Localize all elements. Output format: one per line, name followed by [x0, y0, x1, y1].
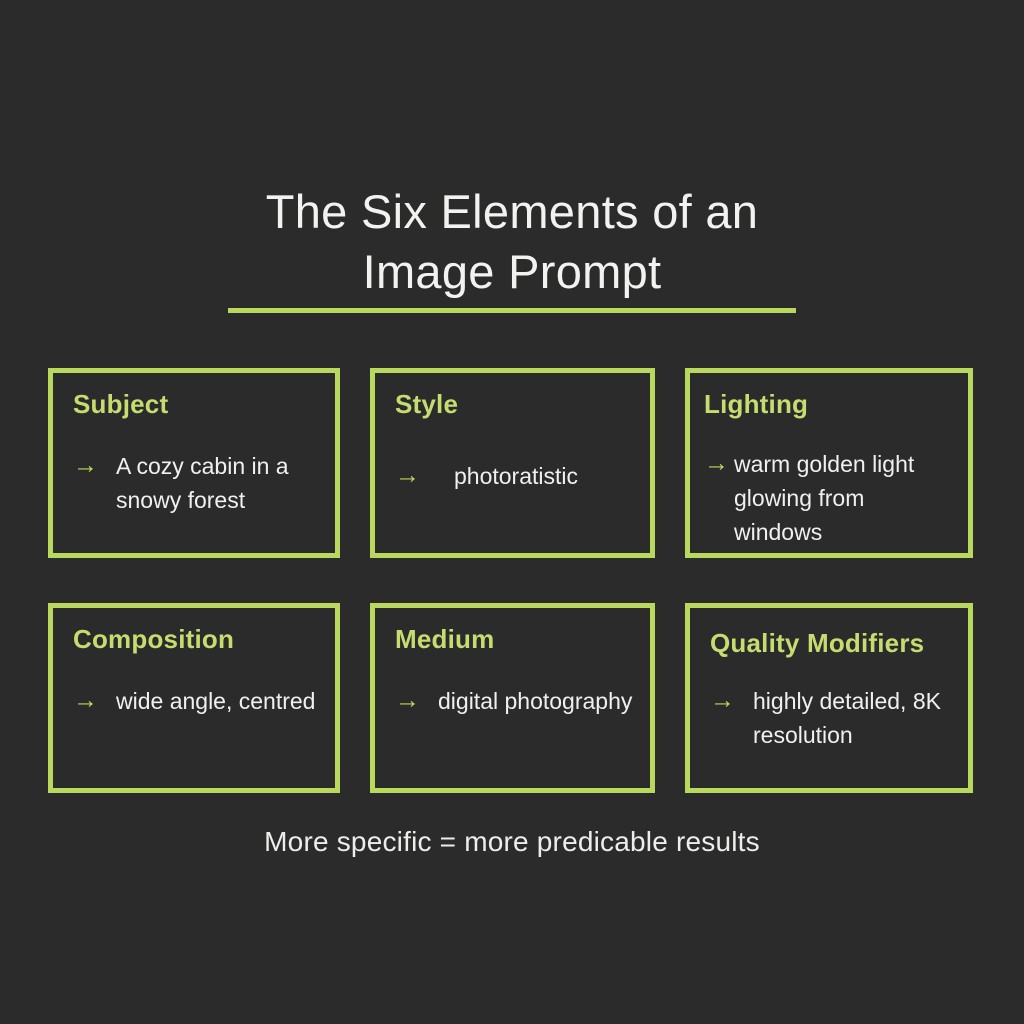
- elements-card-grid: Subject → A cozy cabin in a snowy forest…: [48, 368, 973, 793]
- arrow-right-icon: →: [73, 451, 98, 479]
- arrow-right-icon: →: [704, 449, 729, 477]
- footer-tagline: More specific = more predicable results: [264, 826, 760, 857]
- card-composition-body: → wide angle, centred: [73, 684, 321, 718]
- card-composition-heading: Composition: [73, 624, 235, 654]
- card-subject-body: → A cozy cabin in a snowy forest: [73, 449, 321, 517]
- card-medium-value: digital photography: [438, 688, 633, 714]
- card-quality-modifiers: Quality Modifiers → highly detailed, 8K …: [685, 603, 973, 793]
- card-style-body: → photoratistic: [395, 459, 636, 493]
- card-lighting-value: warm golden light glowing from windows: [734, 451, 915, 545]
- arrow-right-icon: →: [73, 686, 98, 714]
- card-style: Style → photoratistic: [370, 368, 655, 558]
- card-lighting: Lighting → warm golden light glowing fro…: [685, 368, 973, 558]
- card-composition: Composition → wide angle, centred: [48, 603, 340, 793]
- page-title-line-2: Image Prompt: [362, 245, 662, 298]
- page-title-line-1: The Six Elements of an: [265, 185, 759, 238]
- card-lighting-heading: Lighting: [704, 389, 809, 419]
- arrow-right-icon: →: [395, 686, 420, 714]
- card-subject: Subject → A cozy cabin in a snowy forest: [48, 368, 340, 558]
- card-style-heading: Style: [395, 389, 459, 419]
- card-composition-value: wide angle, centred: [116, 688, 316, 714]
- card-quality-modifiers-heading: Quality Modifiers: [710, 628, 925, 658]
- card-medium-heading: Medium: [395, 624, 495, 654]
- card-subject-heading: Subject: [73, 389, 169, 419]
- arrow-right-icon: →: [395, 461, 420, 489]
- card-subject-value: A cozy cabin in a snowy forest: [116, 453, 289, 513]
- card-medium-body: → digital photography: [395, 684, 636, 718]
- card-quality-modifiers-value: highly detailed, 8K resolution: [753, 688, 941, 748]
- card-lighting-body: → warm golden light glowing from windows: [704, 447, 954, 549]
- title-underline-divider: [228, 308, 796, 313]
- card-quality-modifiers-body: → highly detailed, 8K resolution: [710, 684, 954, 752]
- arrow-right-icon: →: [710, 686, 735, 714]
- card-style-value: photoratistic: [454, 463, 579, 489]
- card-medium: Medium → digital photography: [370, 603, 655, 793]
- page-title: The Six Elements of an Image Prompt: [0, 182, 1024, 302]
